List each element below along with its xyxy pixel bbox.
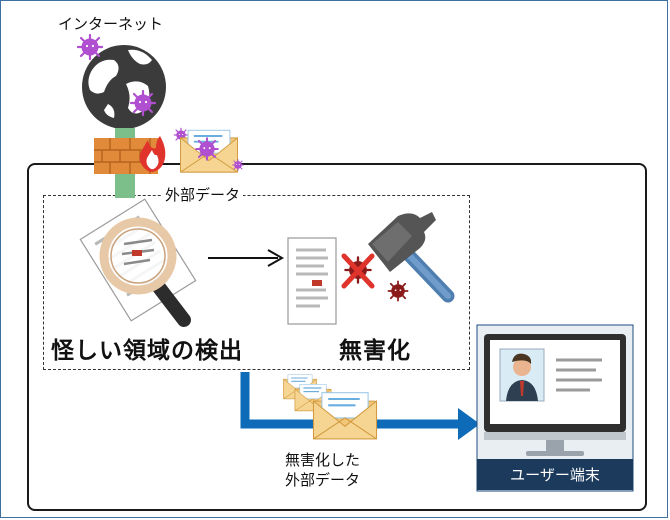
virus-icon bbox=[387, 280, 409, 302]
process-arrow bbox=[208, 249, 285, 267]
close-icon bbox=[341, 253, 375, 289]
external-data-label: 外部データ bbox=[162, 184, 244, 205]
magnifier-icon bbox=[99, 217, 191, 327]
detection-label: 怪しい領域の検出 bbox=[51, 338, 243, 364]
globe-icon bbox=[82, 45, 166, 129]
sanitized-data-label: 無害化した 外部データ bbox=[285, 450, 360, 490]
hammer-icon bbox=[368, 212, 455, 303]
virus-icon bbox=[76, 33, 104, 61]
internet-label: インターネット bbox=[58, 15, 164, 33]
envelope-icon bbox=[312, 391, 378, 440]
document-icon bbox=[287, 237, 337, 325]
sanitized-data-label-line1: 無害化した bbox=[285, 451, 361, 469]
sanitized-data-label-line2: 外部データ bbox=[285, 471, 361, 489]
virus-icon bbox=[195, 137, 219, 161]
delivery-arrow bbox=[240, 372, 480, 440]
virus-icon bbox=[232, 159, 244, 171]
neutralize-label: 無害化 bbox=[339, 338, 411, 364]
firewall-icon bbox=[94, 128, 166, 198]
processing-area bbox=[43, 195, 470, 370]
internal-network-box bbox=[27, 163, 647, 511]
virus-icon bbox=[129, 89, 157, 117]
user-terminal-label: ユーザー端末 bbox=[477, 459, 633, 490]
